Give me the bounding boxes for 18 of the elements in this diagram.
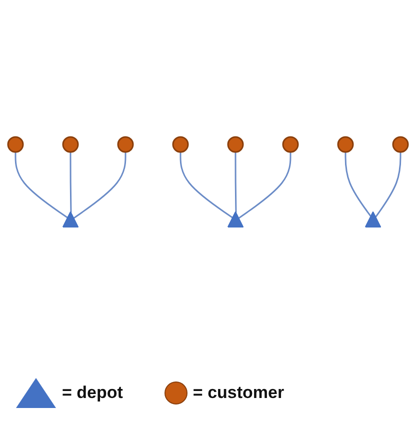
connector <box>375 152 402 217</box>
legend-text: = customer <box>192 383 284 403</box>
node-circle <box>227 136 244 152</box>
node-circle <box>7 136 24 152</box>
connector <box>14 152 69 218</box>
connector <box>180 152 234 218</box>
connector <box>70 152 72 212</box>
legend-text: = depot <box>62 383 123 403</box>
connector <box>234 152 237 212</box>
node-circle <box>117 136 134 152</box>
node-circle <box>392 136 409 152</box>
node-circle <box>62 136 79 152</box>
node-circle <box>282 136 299 152</box>
connector <box>238 152 292 218</box>
connector <box>344 152 372 217</box>
node-circle <box>337 136 354 152</box>
connector <box>73 152 126 218</box>
node-circle <box>172 136 189 152</box>
